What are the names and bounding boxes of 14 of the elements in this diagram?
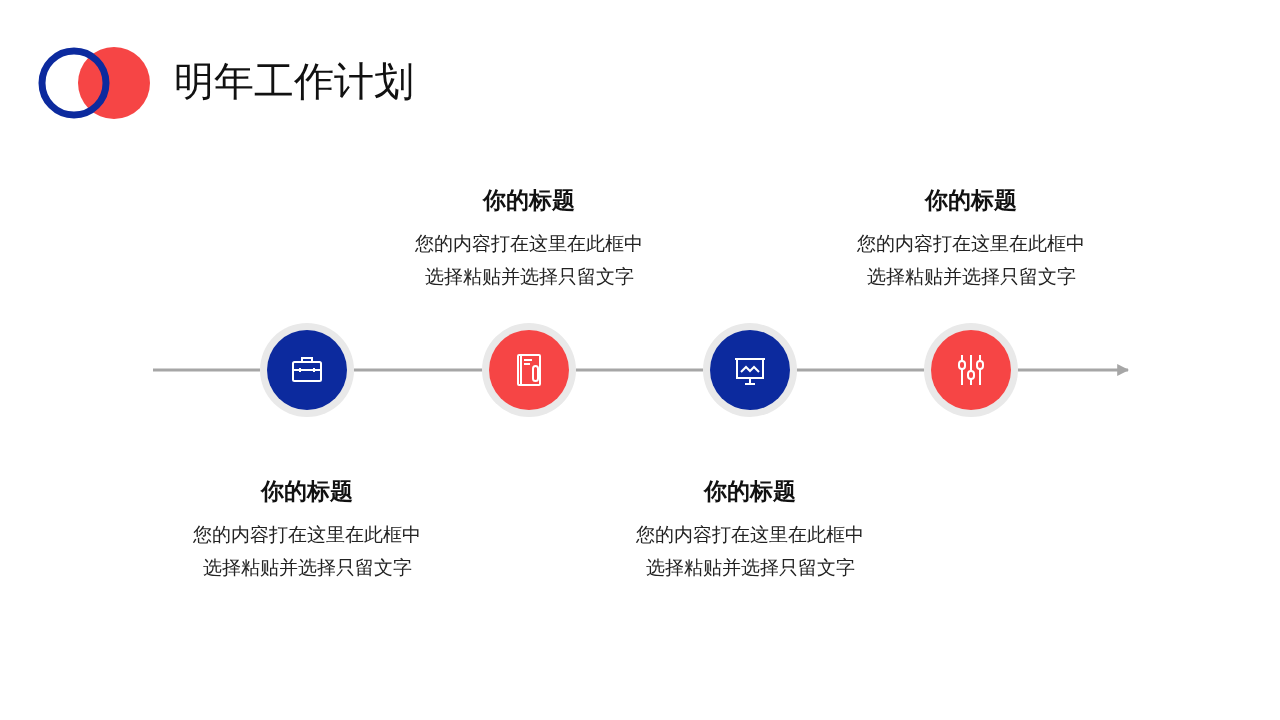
timeline-line xyxy=(576,368,703,372)
title: 明年工作计划 xyxy=(174,57,414,106)
timeline-line xyxy=(153,368,260,372)
timeline-arrow xyxy=(1018,364,1130,376)
timeline-line xyxy=(797,368,924,372)
item-description: 您的内容打在这里在此框中选择粘贴并选择只留文字 xyxy=(635,522,865,580)
item-heading: 你的标题 xyxy=(481,186,576,215)
item-heading: 你的标题 xyxy=(259,477,354,506)
item-description: 您的内容打在这里在此框中选择粘贴并选择只留文字 xyxy=(192,522,422,580)
item-description: 您的内容打在这里在此框中选择粘贴并选择只留文字 xyxy=(856,231,1086,289)
item-heading: 你的标题 xyxy=(702,477,797,506)
item-description: 您的内容打在这里在此框中选择粘贴并选择只留文字 xyxy=(414,231,644,289)
item-heading: 你的标题 xyxy=(923,186,1018,215)
timeline-line xyxy=(354,368,482,372)
